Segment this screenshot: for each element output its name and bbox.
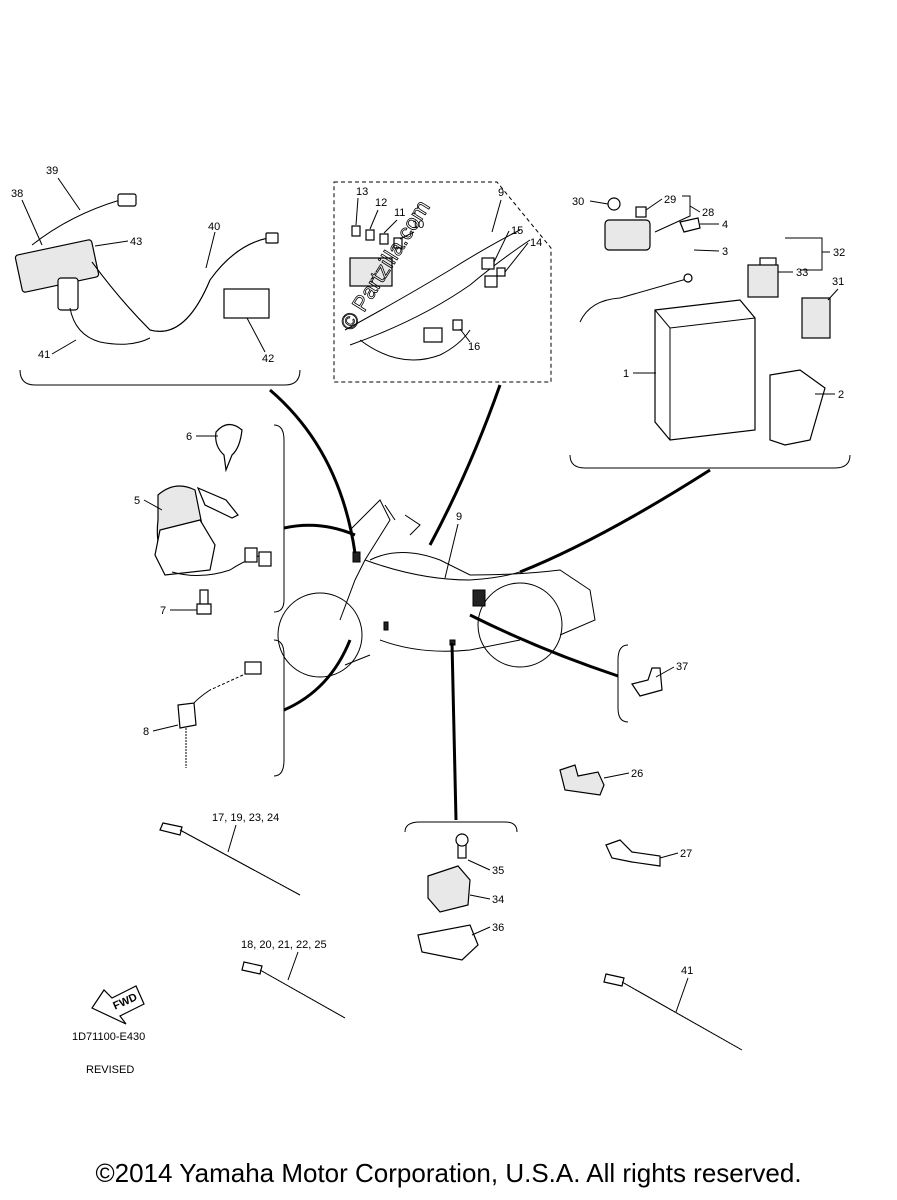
callout-3: 3	[722, 246, 728, 258]
group-battery: 30 29 28 4 3 32 33 31 1 2	[569, 194, 851, 469]
diagram-code: 1D71100-E430	[72, 1031, 145, 1043]
callout-10: 10	[412, 219, 424, 231]
parts-diagram: 39 38 43 40 41 42 13 12 11 10	[11, 165, 851, 1076]
callout-ties-1: 17, 19, 23, 24	[212, 812, 279, 824]
bracket-37	[631, 667, 663, 697]
callout-42: 42	[262, 353, 274, 365]
callout-13: 13	[356, 186, 368, 198]
connector	[57, 277, 79, 311]
battery-band	[769, 369, 826, 446]
bracket-36	[417, 924, 479, 961]
callout-43: 43	[130, 236, 142, 248]
cdi-unit	[14, 239, 100, 293]
callout-16: 16	[468, 341, 480, 353]
callout-7: 7	[160, 605, 166, 617]
group-wire-harness: 13 12 11 10 9 15 14 16 © Partzilla.com	[333, 181, 552, 383]
callout-1: 1	[623, 368, 629, 380]
sensor-34	[427, 865, 471, 913]
callout-41: 41	[38, 349, 50, 361]
clamp-27	[605, 839, 661, 867]
group-sensor: 35 34 36	[404, 821, 518, 961]
copyright-footer: ©2014 Yamaha Motor Corporation, U.S.A. A…	[95, 1158, 802, 1188]
callout-33: 33	[796, 267, 808, 279]
fuse-box	[349, 257, 393, 287]
motorcycle-outline	[277, 499, 596, 678]
callout-6: 6	[186, 431, 192, 443]
callout-4: 4	[722, 219, 728, 231]
callout-34: 34	[492, 894, 504, 906]
cable-ties: 17, 19, 23, 24 18, 20, 21, 22, 25 41	[159, 812, 743, 1051]
callout-11: 11	[394, 207, 405, 219]
callout-36: 36	[492, 922, 504, 934]
callout-38: 38	[11, 188, 23, 200]
callout-30: 30	[572, 196, 584, 208]
group-brackets: 37 26 27	[559, 644, 692, 867]
callout-40: 40	[208, 221, 220, 233]
callout-9-harness: 9	[498, 187, 504, 199]
group-cdi-harness: 39 38 43 40 41 42	[11, 165, 301, 386]
callout-41-tie: 41	[681, 965, 693, 977]
callout-15: 15	[511, 225, 523, 237]
leader-lines: 9	[269, 384, 711, 821]
battery	[654, 299, 756, 441]
callout-2: 2	[838, 389, 844, 401]
callout-12: 12	[375, 197, 387, 209]
callout-14: 14	[530, 237, 542, 249]
callout-37: 37	[676, 661, 688, 673]
callout-39: 39	[46, 165, 58, 177]
callout-9-bike: 9	[456, 511, 462, 523]
relay-31	[801, 297, 831, 339]
callout-26: 26	[631, 768, 643, 780]
starter-relay	[604, 219, 651, 251]
group-main-switch: 6 5 7 8	[134, 423, 285, 777]
fwd-arrow: FWD	[91, 985, 145, 1025]
callout-8: 8	[143, 726, 149, 738]
callout-28: 28	[702, 207, 714, 219]
callout-31: 31	[832, 276, 844, 288]
key	[215, 423, 243, 473]
callout-35: 35	[492, 865, 504, 877]
relay-33	[747, 264, 779, 298]
revised-note: REVISED	[86, 1064, 134, 1076]
callout-27: 27	[680, 848, 692, 860]
label-42	[223, 288, 270, 319]
callout-29: 29	[664, 194, 676, 206]
clamp-26	[559, 764, 605, 796]
callout-32: 32	[833, 247, 845, 259]
neutral-switch	[177, 702, 197, 729]
callout-ties-2: 18, 20, 21, 22, 25	[241, 939, 327, 951]
callout-5: 5	[134, 495, 140, 507]
